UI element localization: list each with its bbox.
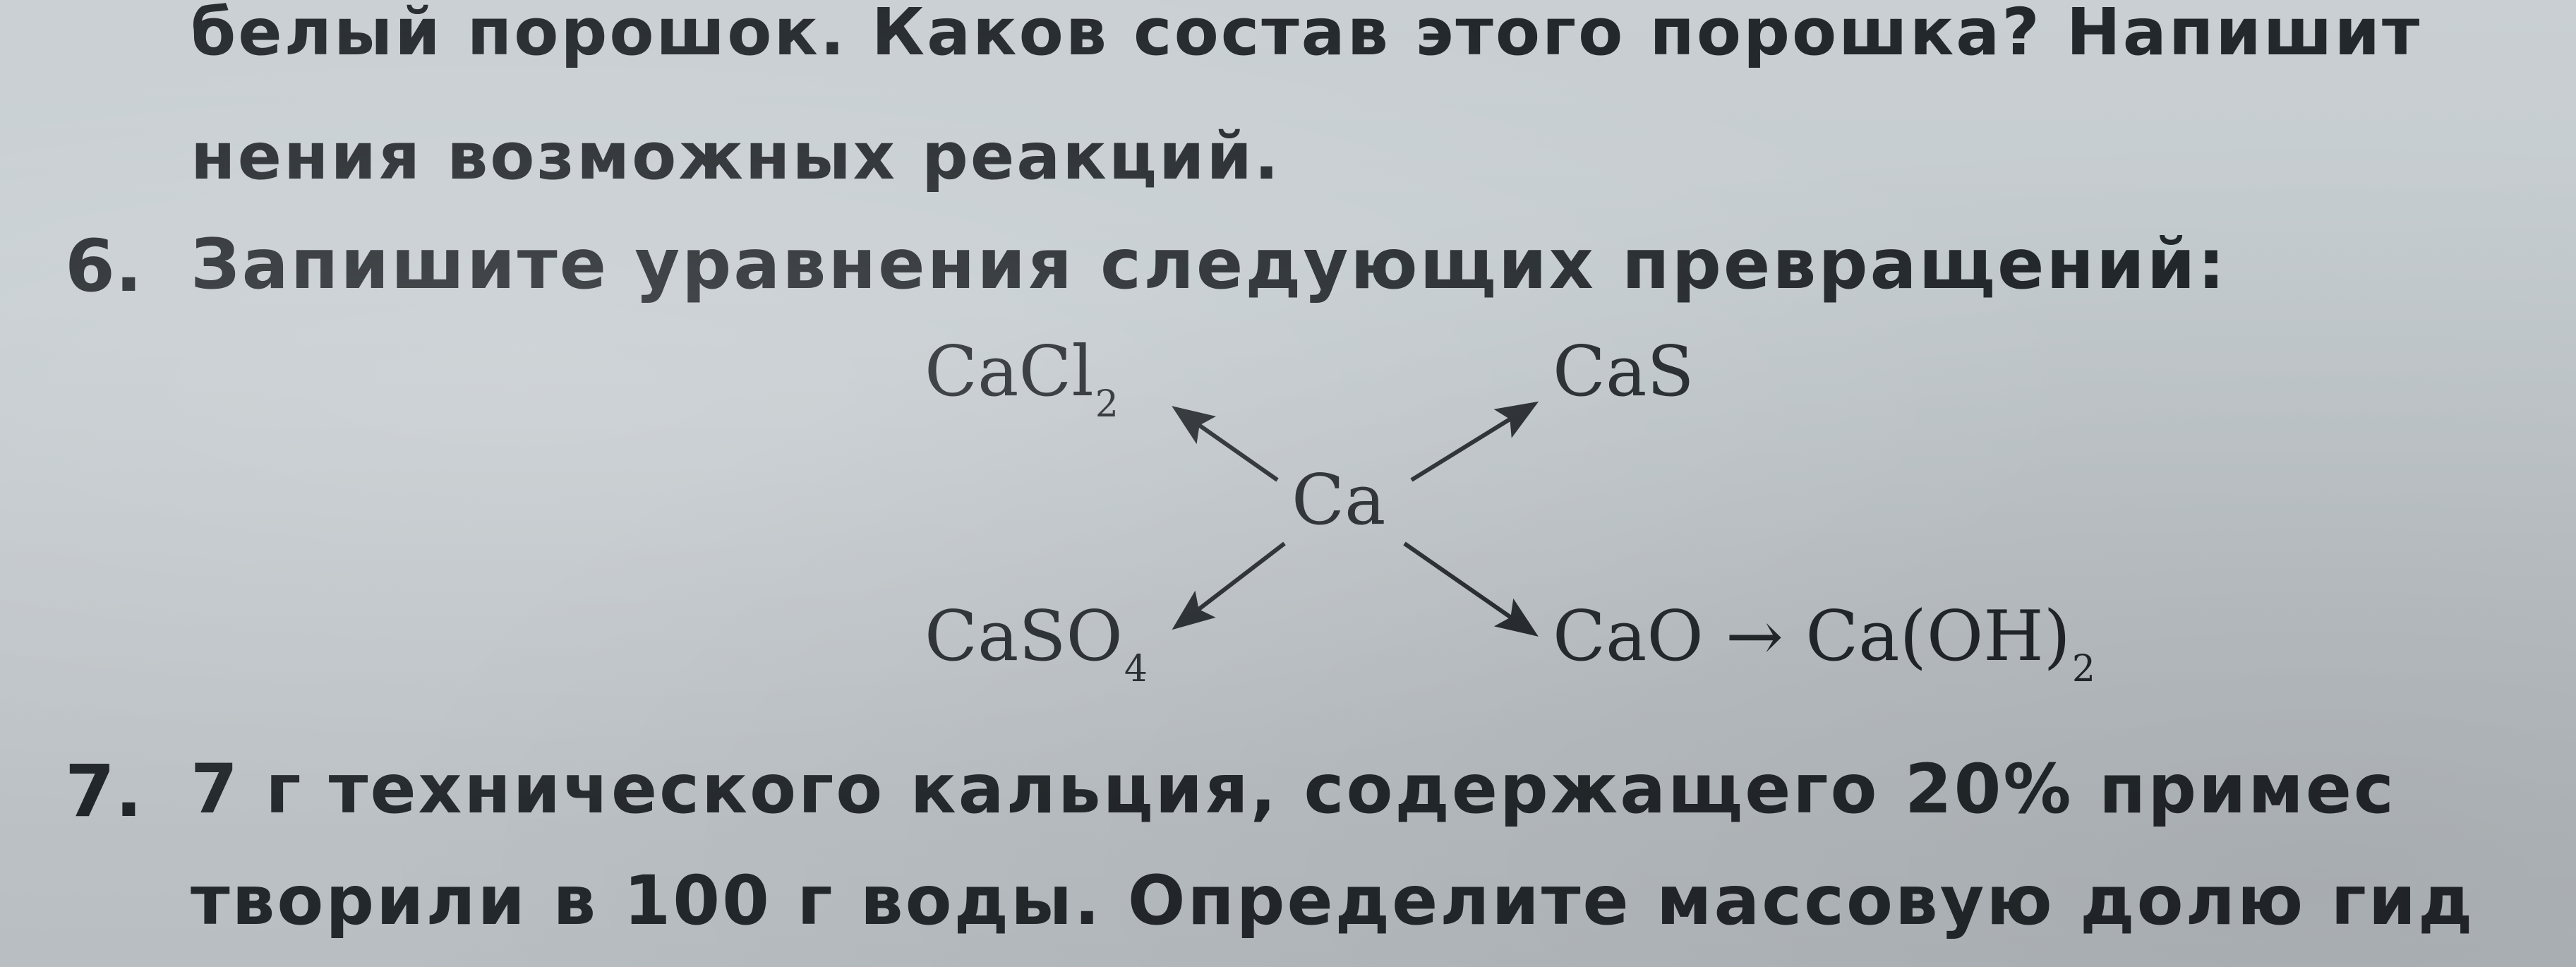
task-6-text: Запишите уравнения следующих превращений… xyxy=(191,224,2227,305)
compound-caso4-sub: 4 xyxy=(1124,648,1148,690)
compound-cacl2-sub: 2 xyxy=(1095,383,1119,426)
task-7-line-2: творили в 100 г воды. Определите массову… xyxy=(191,861,2475,940)
compound-cacl2-base: CaCl xyxy=(925,332,1094,412)
compound-ca-center: Ca xyxy=(1292,460,1385,541)
arrow-to-cao xyxy=(1403,541,1539,637)
arrow-to-cas xyxy=(1410,401,1539,482)
compound-cas: CaS xyxy=(1553,332,1695,412)
text-line-1: белый порошок. Каков состав этого порошк… xyxy=(191,0,2422,70)
compound-cao-base: CaO xyxy=(1553,596,1704,677)
compound-caso4-base: CaSO xyxy=(925,596,1123,677)
compound-caso4: CaSO4 xyxy=(925,596,1148,690)
compound-caoh2-sub: 2 xyxy=(2071,648,2095,690)
task-6-number: 6. xyxy=(65,224,143,308)
reaction-arrow: → xyxy=(1725,596,1784,677)
compound-cas-base: CaS xyxy=(1553,332,1695,412)
compound-cacl2: CaCl2 xyxy=(925,332,1119,426)
task-7-line-1: 7 г технического кальция, содержащего 20… xyxy=(191,750,2396,829)
arrow-to-cacl2 xyxy=(1172,406,1279,482)
text-line-2: нения возможных реакций. xyxy=(191,119,1281,194)
arrow-to-caso4 xyxy=(1172,541,1286,630)
compound-cao-chain: CaO → Ca(OH)2 xyxy=(1553,596,2095,690)
compound-caoh2-base: Ca(OH) xyxy=(1805,596,2071,677)
task-7-number: 7. xyxy=(65,750,143,834)
compound-ca-base: Ca xyxy=(1292,460,1386,541)
